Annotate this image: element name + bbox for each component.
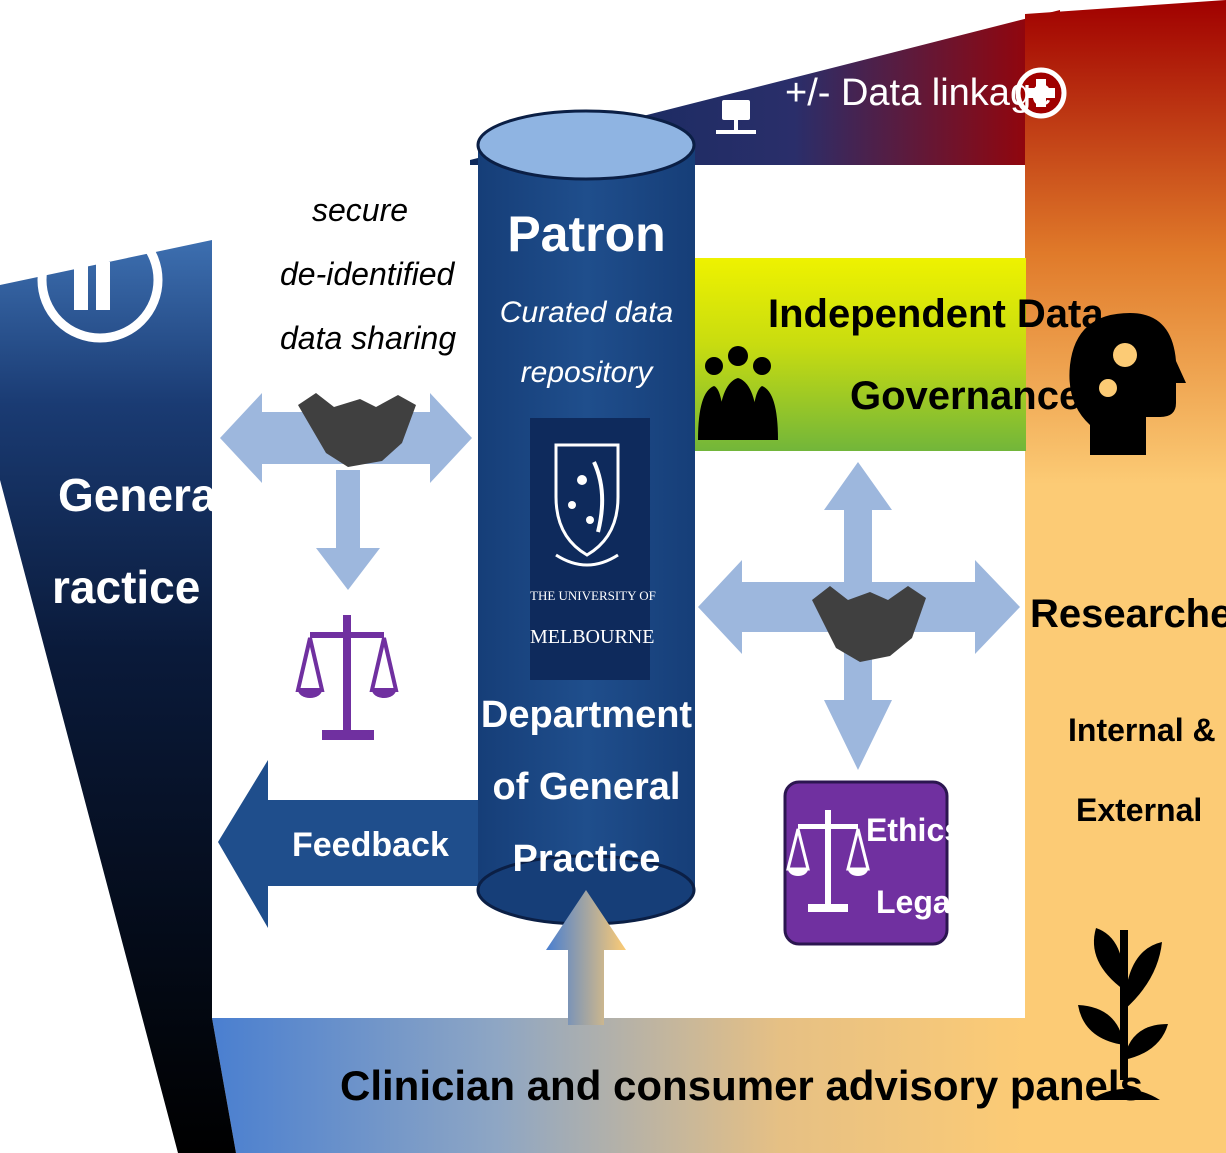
group-people-icon (698, 346, 778, 440)
university-logo-line-1: THE UNIVERSITY OF (530, 588, 656, 603)
sharing-line-2: de-identified (280, 256, 455, 292)
plant-sprout-icon (1078, 928, 1168, 1100)
ethics-line-2: Legal (876, 884, 960, 920)
handshake-right-icon (812, 586, 926, 662)
sharing-down-arrow (316, 470, 380, 590)
clinic-badge-icon (37, 217, 163, 343)
sharing-line-3: data sharing (280, 320, 457, 356)
researchers-panel (1025, 0, 1226, 1153)
researchers-line-1: Internal & (1068, 712, 1216, 748)
researchers-title: Researchers (1030, 592, 1226, 636)
plus-circle-icon (1015, 67, 1067, 119)
general-practice-subtitle: ractice (52, 561, 201, 613)
researchers-line-2: External (1076, 792, 1203, 828)
university-logo-line-2: MELBOURNE (530, 626, 655, 648)
scales-left-icon (295, 615, 399, 740)
repository-subtitle-1: Curated data (499, 296, 674, 329)
governance-line-2: Governance (850, 374, 1082, 418)
scales-icon (786, 810, 870, 912)
data-linkage-label: +/- Data linkage (785, 72, 1053, 114)
advisory-band (212, 1018, 1025, 1153)
repository-subtitle-2: repository (520, 356, 653, 389)
department-line-1: Department (480, 694, 693, 736)
network-icon (716, 100, 756, 134)
advisory-up-arrow (546, 890, 626, 1025)
handshake-icon (298, 393, 416, 467)
general-practice-title: General (58, 469, 230, 521)
feedback-label: Feedback (292, 826, 449, 864)
advisory-label: Clinician and consumer advisory panels (340, 1062, 1143, 1109)
department-line-3: Practice (512, 838, 661, 880)
university-logo (530, 418, 650, 680)
sharing-line-1: secure (312, 192, 409, 228)
feedback-arrow (218, 760, 478, 928)
governance-line-1: Independent Data (768, 292, 1104, 336)
repository-title: Patron (507, 206, 666, 262)
ethics-line-1: Ethics (866, 812, 963, 848)
department-line-2: of General (492, 766, 681, 808)
general-practice-panel (0, 240, 236, 1153)
head-gears-icon (1069, 313, 1186, 455)
